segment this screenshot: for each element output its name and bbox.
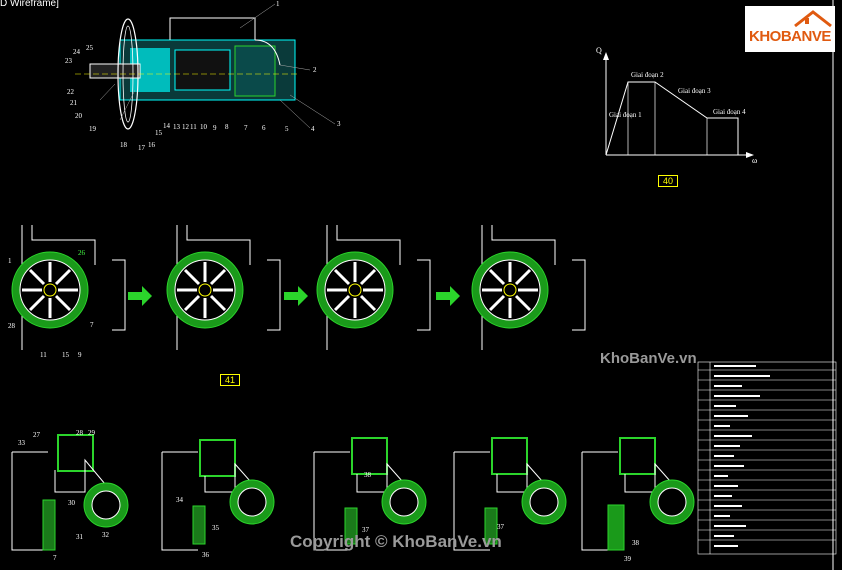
pump-callout-11: 11 — [190, 123, 197, 131]
graph-stage-3: Giai đoạn 3 — [678, 87, 711, 95]
valve-callout-33: 33 — [18, 439, 25, 447]
title-block-table — [697, 361, 837, 555]
vane-stage-1 — [11, 225, 126, 350]
viewport-title: D Wireframe] — [0, 0, 59, 9]
pump-callout-22: 22 — [67, 88, 74, 96]
valve-callout-7: 7 — [53, 554, 57, 562]
pump-callout-7: 7 — [244, 124, 248, 132]
pump-callout-8: 8 — [225, 123, 229, 131]
arrow-step-2 — [284, 286, 308, 306]
valve-callout-37b: 37 — [497, 523, 504, 531]
vane-callout-15: 15 — [62, 351, 69, 359]
pump-callout-4: 4 — [311, 125, 315, 133]
graph-y-axis-label: Q — [596, 46, 602, 55]
valve-sequence — [11, 434, 695, 551]
pump-callout-3: 3 — [337, 120, 341, 128]
arrow-step-1 — [128, 286, 152, 306]
pump-callout-16: 16 — [148, 141, 155, 149]
vane-callout-26: 26 — [78, 249, 85, 257]
pump-callout-20: 20 — [75, 112, 82, 120]
valve-callout-29: 29 — [88, 429, 95, 437]
pump-callout-13: 13 — [173, 123, 180, 131]
pump-callout-6: 6 — [262, 124, 266, 132]
valve-callout-36: 36 — [202, 551, 209, 559]
frame-number-40: 40 — [658, 175, 679, 187]
vane-stage-4 — [471, 225, 586, 350]
watermark-copyright: Copyright © KhoBanVe.vn — [290, 532, 502, 551]
khobanve-logo: KHOBANVE — [745, 6, 835, 52]
valve-callout-28: 28 — [76, 429, 83, 437]
arrow-step-3 — [436, 286, 460, 306]
pump-callout-2: 2 — [313, 66, 317, 74]
graph-stage-2: Giai đoạn 2 — [631, 71, 664, 79]
pump-callout-10: 10 — [200, 123, 207, 131]
pump-callout-17: 17 — [138, 144, 145, 152]
vane-callout-28: 28 — [8, 322, 15, 330]
pump-callout-24: 24 — [73, 48, 80, 56]
pump-callout-1: 1 — [276, 0, 280, 8]
valve-callout-32: 32 — [102, 531, 109, 539]
vane-callout-7: 7 — [90, 321, 94, 329]
valve-callout-37a: 37 — [362, 526, 369, 534]
pump-callout-18: 18 — [120, 141, 127, 149]
valve-callout-35: 35 — [212, 524, 219, 532]
valve-callout-31: 31 — [76, 533, 83, 541]
valve-callout-27: 27 — [33, 431, 40, 439]
valve-callout-34: 34 — [176, 496, 183, 504]
pump-callout-12: 12 — [182, 123, 189, 131]
pump-callout-15: 15 — [155, 129, 162, 137]
pump-callout-9: 9 — [213, 124, 217, 132]
vane-pump-sequence — [11, 225, 586, 350]
pump-callout-23: 23 — [65, 57, 72, 65]
pump-callout-25: 25 — [86, 44, 93, 52]
vane-callout-11: 11 — [40, 351, 47, 359]
valve-callout-38a: 38 — [364, 471, 371, 479]
logo-text: KHOBANVE — [749, 28, 831, 45]
graph-stage-1: Giai đoạn 1 — [609, 111, 642, 119]
vane-stage-2 — [166, 225, 281, 350]
frame-number-41: 41 — [220, 374, 241, 386]
pump-callout-14: 14 — [163, 122, 170, 130]
pump-callout-19: 19 — [89, 125, 96, 133]
vane-callout-9: 9 — [78, 351, 82, 359]
valve-callout-38b: 38 — [632, 539, 639, 547]
pump-section-drawing — [75, 3, 336, 130]
vane-callout-1: 1 — [8, 257, 12, 265]
vane-stage-3 — [316, 225, 431, 350]
valve-callout-30: 30 — [68, 499, 75, 507]
graph-x-axis-label: ω — [752, 156, 758, 165]
flow-speed-graph — [603, 52, 754, 158]
pump-callout-21: 21 — [70, 99, 77, 107]
valve-callout-39: 39 — [624, 555, 631, 563]
house-icon — [794, 10, 832, 28]
pump-callout-5: 5 — [285, 125, 289, 133]
graph-stage-4: Giai đoạn 4 — [713, 108, 746, 116]
watermark-side: KhoBanVe.vn — [600, 350, 697, 367]
